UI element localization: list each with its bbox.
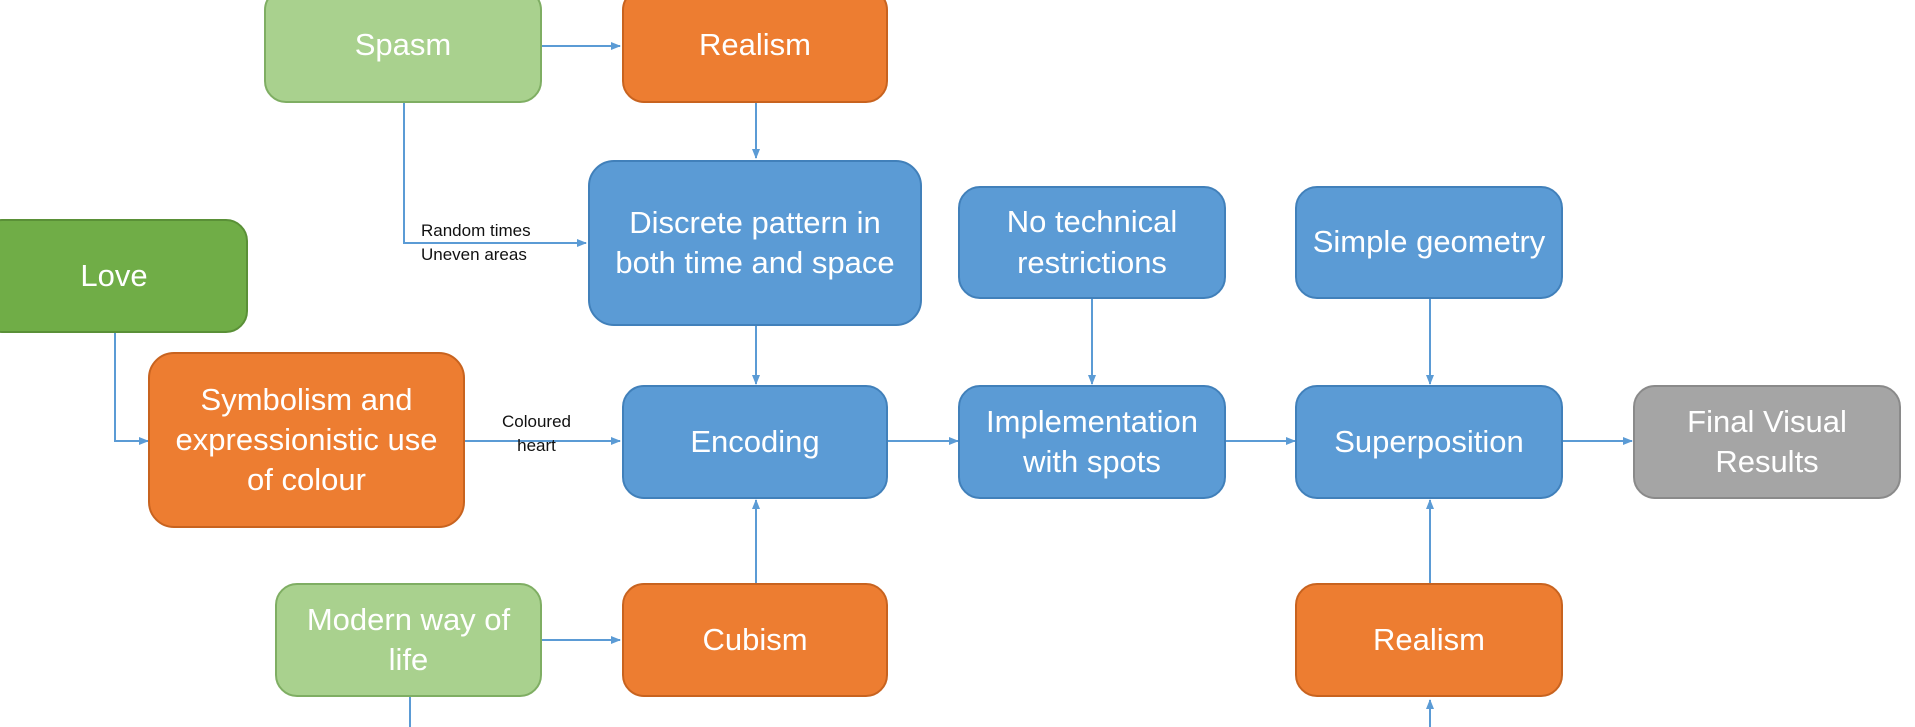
- node-simple-geometry: Simple geometry: [1295, 186, 1563, 299]
- node-final-results: Final Visual Results: [1633, 385, 1901, 499]
- node-symbolism: Symbolism and expressionistic use of col…: [148, 352, 465, 528]
- node-encoding: Encoding: [622, 385, 888, 499]
- edge-love-symbolism: [114, 333, 149, 445]
- node-realism-top: Realism: [622, 0, 888, 103]
- node-modern-way-of-life: Modern way of life: [275, 583, 542, 697]
- node-implementation: Implementation with spots: [958, 385, 1226, 499]
- node-discrete-pattern: Discrete pattern in both time and space: [588, 160, 922, 326]
- edge-label-coloured-heart: Coloured heart: [502, 412, 571, 455]
- edge-spasm-discrete: [403, 103, 587, 247]
- node-superposition: Superposition: [1295, 385, 1563, 499]
- edge-label-random-times: Random times Uneven areas: [421, 221, 531, 264]
- node-no-technical-restrictions: No technical restrictions: [958, 186, 1226, 299]
- node-love: Love: [0, 219, 248, 333]
- node-spasm: Spasm: [264, 0, 542, 103]
- node-realism-bottom: Realism: [1295, 583, 1563, 697]
- node-cubism: Cubism: [622, 583, 888, 697]
